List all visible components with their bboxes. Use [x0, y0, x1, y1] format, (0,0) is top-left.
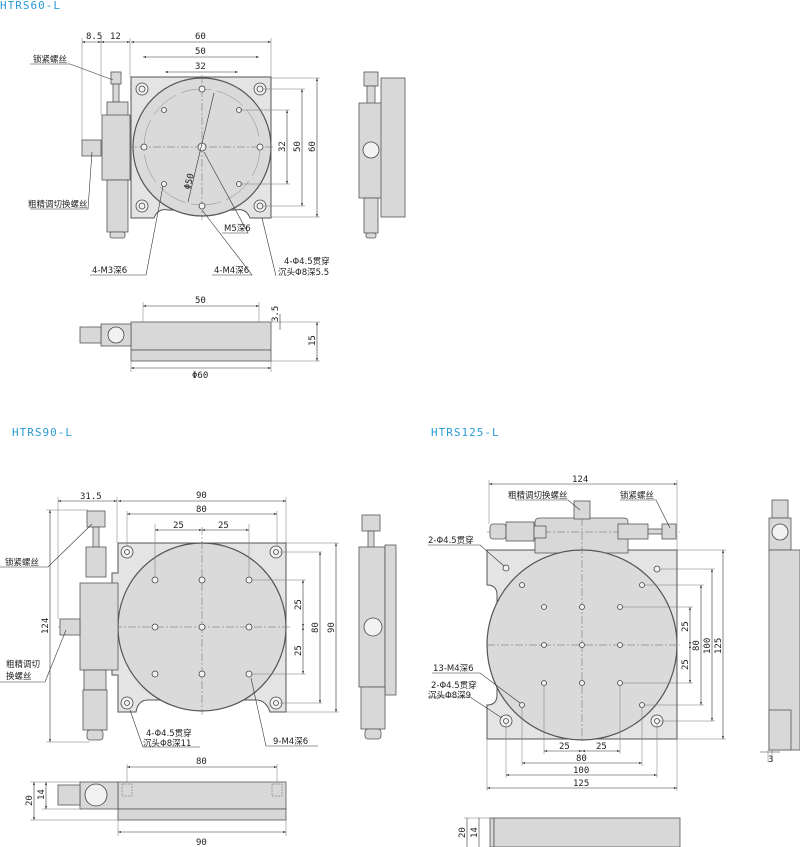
dim-v32: 32 [278, 141, 288, 152]
dim-12: 12 [110, 32, 121, 42]
dim-v60: 60 [308, 141, 318, 152]
label-coarse-fine-screw: 粗精调切换螺丝 [508, 490, 568, 501]
front-dim-phi60: Φ60 [192, 371, 208, 381]
label-coarse-fine-1: 粗精调切 [6, 659, 40, 670]
label-through-top: 2-Φ4.5贯穿 [428, 535, 474, 546]
threaded-holes [140, 85, 264, 210]
htrs90-front-view: 80 90 20 14 [25, 757, 287, 847]
front-dim-14: 14 [37, 789, 47, 800]
dim-v80: 80 [692, 640, 702, 651]
htrs60-front-view: 50 Φ60 3.5 15 [79, 296, 320, 381]
dim-32: 32 [195, 62, 206, 72]
label-m5: M5深6 [224, 224, 251, 234]
label-m4: 13-M4深6 [433, 664, 474, 674]
micrometer [59, 510, 119, 741]
label-through-2: 沉头Φ8深11 [143, 738, 191, 749]
dim-v25a: 25 [294, 599, 304, 610]
micrometer [81, 71, 131, 239]
label-lock-screw: 锁紧螺丝 [620, 490, 655, 501]
label-lock-screw: 锁紧螺丝 [5, 557, 40, 568]
front-dim-90: 90 [196, 838, 207, 847]
htrs125-title: HTRS125-L [431, 426, 500, 439]
label-m3: 4-M3深6 [92, 266, 127, 276]
htrs125-section: HTRS125-L 124 [428, 426, 800, 847]
front-dim-80: 80 [196, 757, 207, 767]
threaded-holes [519, 582, 645, 708]
htrs90-top-view: 31.5 90 80 25 25 25 25 80 90 124 锁紧螺丝 粗精… [0, 491, 339, 749]
htrs90-title: HTRS90-L [12, 426, 73, 439]
dim-v90: 90 [327, 622, 337, 633]
side-dim-3: 3 [768, 755, 773, 765]
dim-v124: 124 [41, 618, 51, 634]
front-dim-3-5: 3.5 [271, 306, 281, 322]
label-through-1: 4-Φ4.5贯穿 [284, 256, 330, 267]
dim-phi50: Φ50 [183, 173, 197, 191]
htrs90-section: HTRS90-L 31.5 90 [0, 426, 397, 847]
dim-v25b: 25 [294, 645, 304, 656]
dim-v50: 50 [293, 141, 303, 152]
dim-124: 124 [572, 475, 588, 485]
label-m4: 4-M4深6 [214, 266, 249, 276]
dim-b100: 100 [573, 766, 589, 776]
dim-v25a: 25 [681, 621, 691, 632]
threaded-holes [151, 576, 253, 678]
label-m4: 9-M4深6 [273, 737, 308, 747]
label-through-1: 2-Φ4.5贯穿 [431, 680, 477, 691]
micrometer [489, 500, 677, 542]
label-through-2: 沉头Φ8深5.5 [278, 267, 329, 278]
dim-b125: 125 [573, 779, 589, 789]
label-through-2: 沉头Φ8深9 [428, 690, 471, 701]
label-lock-screw: 锁紧螺丝 [33, 54, 68, 65]
dim-80: 80 [196, 505, 207, 515]
dim-50: 50 [195, 47, 206, 57]
dim-b80: 80 [576, 754, 587, 764]
dim-v125: 125 [714, 638, 724, 654]
dim-v100: 100 [703, 638, 713, 654]
dim-8-5: 8.5 [86, 32, 102, 42]
label-coarse-fine-screw: 粗精调切换螺丝 [28, 199, 88, 210]
front-dim-20: 20 [458, 827, 468, 838]
dim-90: 90 [196, 491, 207, 501]
htrs125-side-view: 3 [760, 499, 800, 765]
dim-b25a: 25 [559, 742, 570, 752]
htrs125-front-view: 20 14 [458, 817, 681, 847]
dim-31-5: 31.5 [80, 492, 102, 502]
htrs125-top-view: 124 25 25 80 100 125 25 25 80 100 125 粗精… [428, 475, 726, 791]
htrs60-top-view: 8.5 12 60 50 32 32 50 60 Φ50 锁紧螺丝 粗精调切换螺… [28, 32, 330, 278]
htrs60-title: HTRS60-L [0, 0, 61, 12]
htrs60-side-view [358, 71, 406, 239]
front-dim-50: 50 [195, 296, 206, 306]
front-dim-14: 14 [470, 827, 480, 838]
front-dim-15: 15 [308, 335, 318, 346]
label-through-1: 4-Φ4.5贯穿 [146, 728, 192, 739]
htrs90-side-view [358, 514, 397, 740]
dim-b25b: 25 [596, 742, 607, 752]
dim-25b: 25 [218, 521, 229, 531]
dim-60: 60 [195, 32, 206, 42]
dim-v80: 80 [311, 622, 321, 633]
dim-25a: 25 [173, 521, 184, 531]
label-coarse-fine-2: 换螺丝 [6, 671, 32, 682]
dim-v25b: 25 [681, 659, 691, 670]
htrs60-section: HTRS60-L [0, 0, 406, 381]
front-dim-20: 20 [25, 795, 35, 806]
